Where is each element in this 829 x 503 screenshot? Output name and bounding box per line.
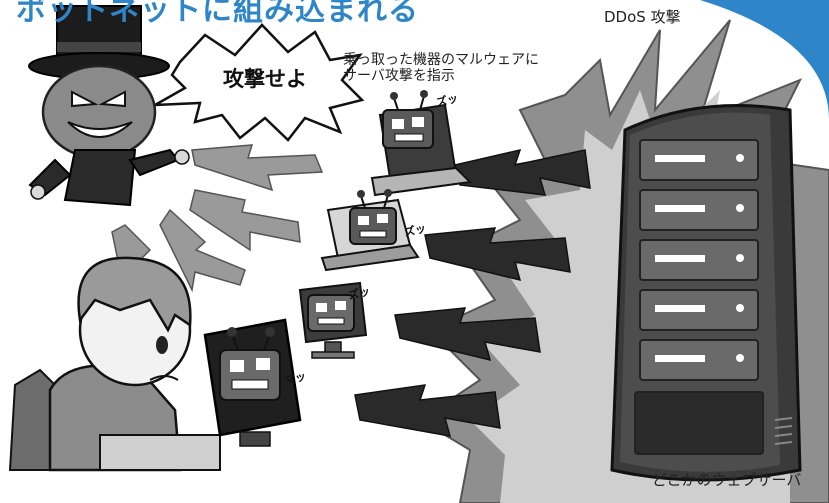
infected-laptop-icon [320,189,420,272]
ddos-attack-label: DDoS 攻撃 [604,8,681,26]
bot-malware-icon [307,294,355,332]
page-title: ボットネットに組み込まれる [16,0,419,28]
infected-monitor-icon [298,281,368,359]
bot-malware-icon [349,189,397,245]
web-server-icon [610,104,802,482]
instruction-label: 乗っ取った機器のマルウェアに サーバ攻撃を指示 [343,52,539,85]
victim-user-icon [8,256,221,472]
infected-laptop-icon [370,90,473,197]
attack-arrows-dark [354,148,591,437]
bot-malware-icon [219,327,281,401]
attacker-character-icon [28,5,190,207]
frame-corner [700,0,829,120]
target-server-label: どこかのウェブサーバ [652,471,802,489]
command-speech-bubble [154,23,365,142]
infected-monitor-icon [203,318,302,447]
bot-malware-icon [382,90,434,149]
command-bubble-text: 攻撃せよ [223,67,307,91]
